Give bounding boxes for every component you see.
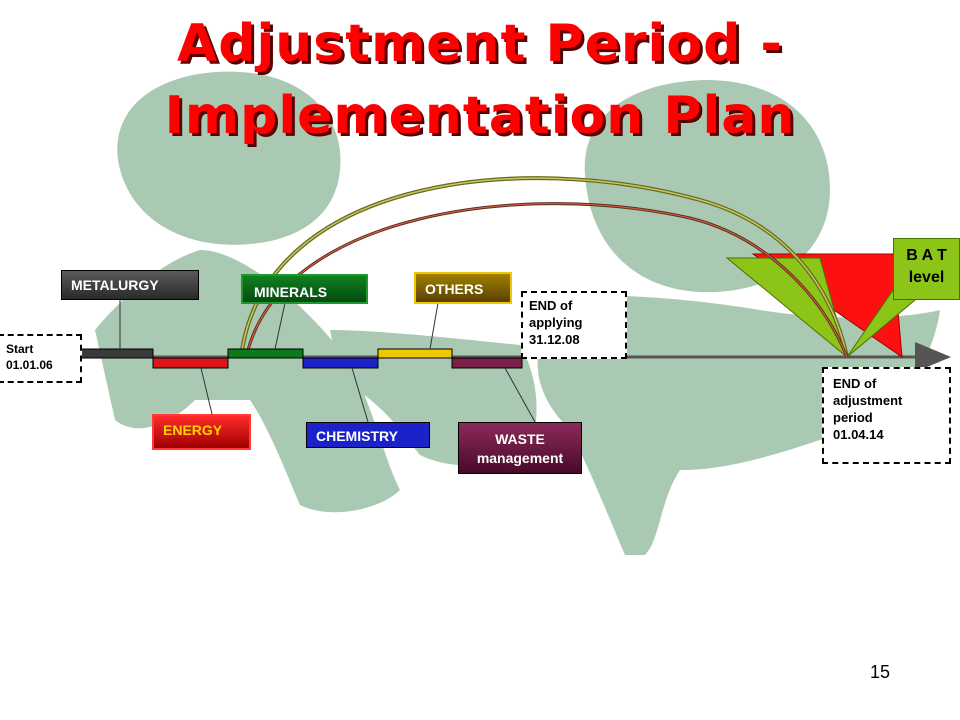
end-adjustment-date: 01.04.14 [833, 427, 884, 442]
waste-label: WASTE management [458, 422, 582, 474]
title-line-1: Adjustment Period - [176, 14, 784, 74]
end-applying-box: END of applying 31.12.08 [521, 291, 627, 359]
waste-label-line1: WASTE [495, 431, 545, 447]
right-figure-body [537, 295, 940, 555]
others-segment [377, 348, 453, 359]
chemistry-connector [351, 367, 369, 423]
minerals-connector [274, 302, 286, 350]
energy-label: ENERGY [152, 414, 251, 450]
others-connector [429, 302, 439, 350]
minerals-segment [227, 348, 304, 359]
energy-segment [152, 357, 229, 369]
metalurgy-segment [74, 348, 154, 359]
others-label: OTHERS [414, 272, 512, 304]
end-adjustment-line2: adjustment [833, 393, 903, 408]
metalurgy-label: METALURGY [61, 270, 199, 300]
energy-connector [200, 367, 213, 415]
minerals-label: MINERALS [241, 274, 368, 304]
transition-arc-inner-highlight [247, 203, 848, 358]
start-box: Start 01.01.06 [0, 334, 82, 383]
end-adjustment-box: END of adjustment period 01.04.14 [822, 367, 951, 464]
start-date: 01.01.06 [6, 358, 53, 372]
left-figure-head [117, 71, 341, 245]
page-number: 15 [870, 662, 891, 682]
bat-level-line2: level [908, 269, 945, 286]
chemistry-label: CHEMISTRY [306, 422, 430, 448]
right-figure-head [584, 80, 830, 293]
others-label-text: OTHERS [425, 281, 484, 297]
chemistry-segment [302, 357, 379, 369]
minerals-label-text: MINERALS [254, 284, 328, 300]
bat-level-line1: B A T [906, 247, 947, 264]
bat-level-box: B A T level [893, 238, 960, 300]
waste-label-line2: management [476, 450, 564, 466]
waste-connector [504, 367, 536, 423]
end-applying-line1: END of [529, 298, 573, 313]
end-applying-line2: applying [529, 315, 583, 330]
start-label: Start [6, 342, 34, 356]
title-line-2: Implementation Plan [164, 86, 796, 146]
metalurgy-label-text: METALURGY [71, 277, 159, 293]
waste-segment [451, 357, 523, 369]
transition-arc-outer-highlight [241, 177, 848, 358]
energy-label-text: ENERGY [163, 422, 223, 438]
end-applying-date: 31.12.08 [529, 332, 580, 347]
chemistry-label-text: CHEMISTRY [316, 428, 398, 444]
end-adjustment-line1: END of [833, 376, 877, 391]
end-adjustment-line3: period [833, 410, 873, 425]
